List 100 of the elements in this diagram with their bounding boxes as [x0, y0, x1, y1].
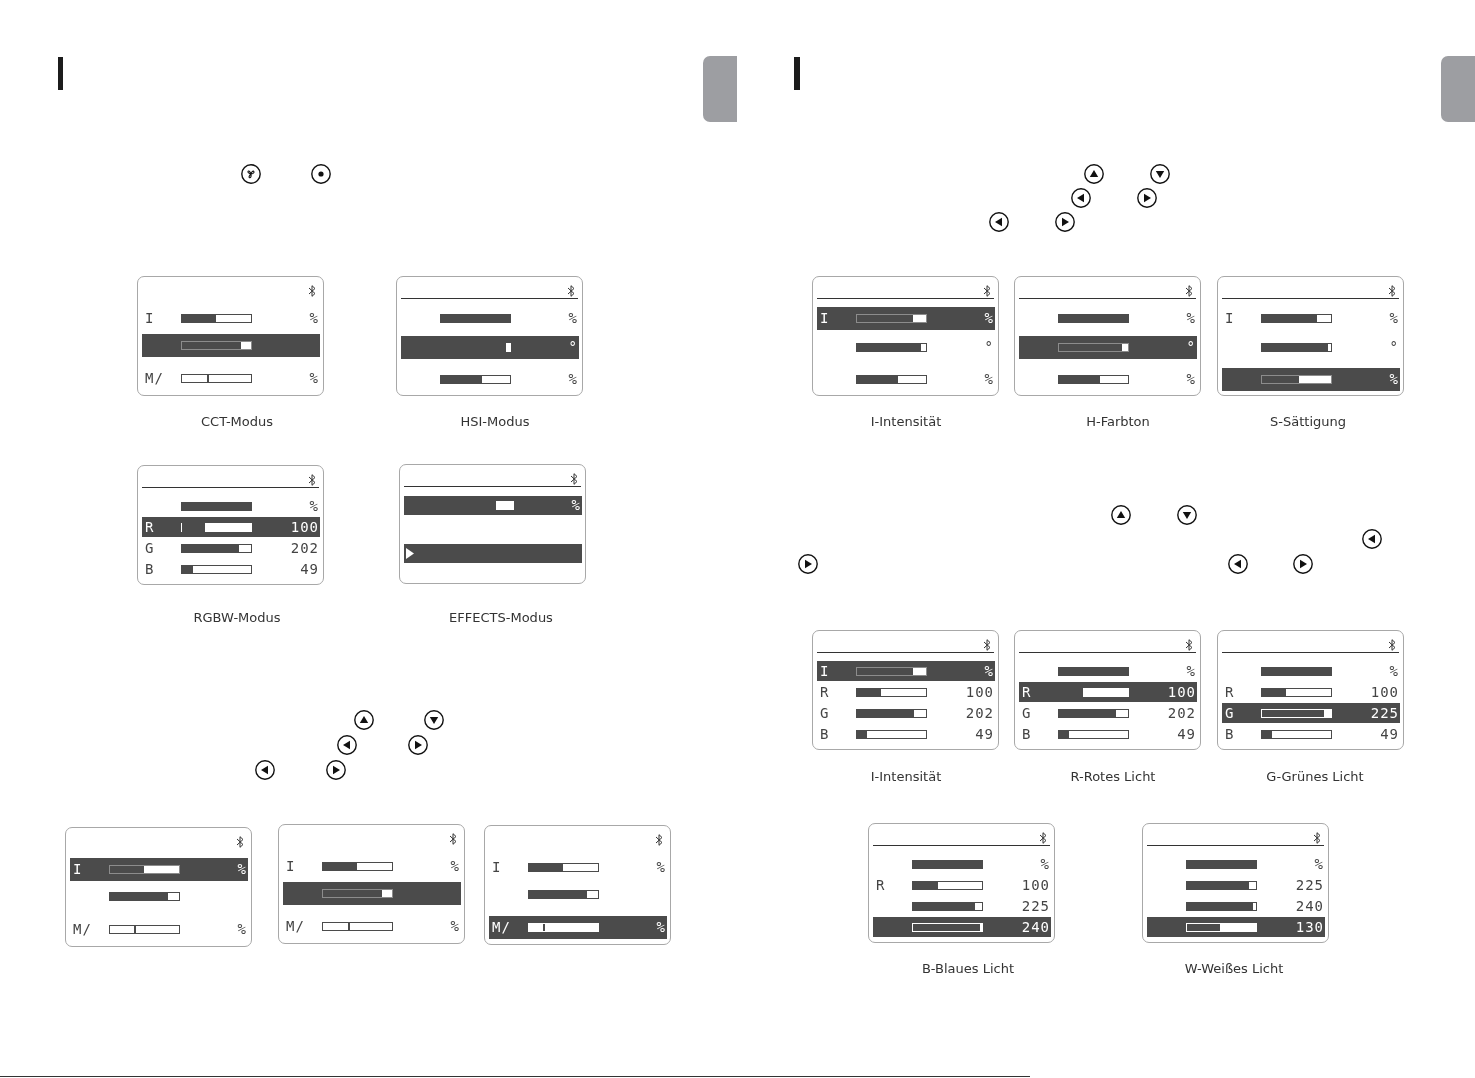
- lcd-screen: [137, 465, 324, 585]
- value-readout: 240: [1021, 919, 1050, 935]
- value-readout: 49: [300, 561, 319, 577]
- selected-row: [142, 333, 320, 357]
- selected-row: [817, 661, 995, 681]
- unit-symbol: %: [1186, 663, 1196, 679]
- row-label: M/: [492, 919, 511, 935]
- unit-symbol: %: [1186, 310, 1196, 326]
- value-readout: 100: [1021, 877, 1050, 893]
- lcd-screen: [1014, 276, 1201, 396]
- unit-symbol: %: [656, 919, 666, 935]
- row-label: G: [145, 540, 155, 556]
- value-readout: 49: [1177, 726, 1196, 742]
- value-readout: 100: [1370, 684, 1399, 700]
- lcd-screen: [1217, 276, 1404, 396]
- unit-symbol: %: [309, 370, 319, 386]
- selected-row: [283, 881, 461, 905]
- unit-symbol: %: [984, 310, 994, 326]
- lcd-screen: [1142, 823, 1329, 943]
- value-readout: 202: [1167, 705, 1196, 721]
- row-label: M/: [73, 921, 92, 937]
- lcd-screen: [65, 827, 252, 947]
- value-readout: 225: [1370, 705, 1399, 721]
- value-readout: 100: [1167, 684, 1196, 700]
- selected-row: [489, 915, 667, 939]
- row-label: B: [145, 561, 155, 577]
- screen-caption: W-Weißes Licht: [1184, 961, 1284, 977]
- value-readout: 202: [965, 705, 994, 721]
- screen-caption: G-Grünes Licht: [1266, 769, 1364, 785]
- screen-caption: S-Sättigung: [1270, 414, 1346, 430]
- selected-row: [873, 917, 1051, 937]
- unit-symbol: %: [568, 310, 578, 326]
- row-label: R: [876, 877, 886, 893]
- value-readout: 202: [290, 540, 319, 556]
- unit-symbol: %: [1314, 856, 1324, 872]
- unit-symbol: °: [984, 339, 994, 355]
- selected-row: [404, 495, 582, 515]
- row-label: I: [145, 310, 155, 326]
- row-label: R: [820, 684, 830, 700]
- row-label: M/: [145, 370, 164, 386]
- row-label: I: [286, 858, 296, 874]
- row-label: R: [1022, 684, 1032, 700]
- selected-row: [1019, 335, 1197, 359]
- value-readout: 240: [1295, 898, 1324, 914]
- value-readout: 100: [290, 519, 319, 535]
- unit-symbol: %: [984, 371, 994, 387]
- unit-symbol: °: [1389, 339, 1399, 355]
- lcd-screen: [399, 464, 586, 584]
- selected-row: [1019, 682, 1197, 702]
- screen-caption: HSI-Modus: [460, 414, 530, 430]
- row-label: R: [1225, 684, 1235, 700]
- selected-row: [1147, 917, 1325, 937]
- row-label: B: [820, 726, 830, 742]
- unit-symbol: %: [450, 858, 460, 874]
- row-label: I: [492, 859, 502, 875]
- unit-symbol: °: [568, 339, 578, 355]
- row-label: G: [1022, 705, 1032, 721]
- selected-row: [1222, 703, 1400, 723]
- lcd-screen: [278, 824, 465, 944]
- screen-caption: EFFECTS-Modus: [449, 610, 553, 626]
- unit-symbol: %: [1389, 663, 1399, 679]
- value-readout: 130: [1295, 919, 1324, 935]
- value-readout: 225: [1295, 877, 1324, 893]
- lcd-screen: [868, 823, 1055, 943]
- value-readout: 49: [975, 726, 994, 742]
- lcd-screen: [1014, 630, 1201, 750]
- value-readout: 225: [1021, 898, 1050, 914]
- row-label: I: [1225, 310, 1235, 326]
- row-label: I: [820, 663, 830, 679]
- selected-row: [1222, 367, 1400, 391]
- unit-symbol: %: [1389, 371, 1399, 387]
- selected-row: [817, 306, 995, 330]
- lcd-screen: [137, 276, 324, 396]
- unit-symbol: %: [237, 921, 247, 937]
- selected-row: [70, 857, 248, 881]
- row-label: G: [820, 705, 830, 721]
- unit-symbol: %: [237, 861, 247, 877]
- unit-symbol: °: [1186, 339, 1196, 355]
- row-label: I: [820, 310, 830, 326]
- unit-symbol: %: [656, 859, 666, 875]
- value-readout: 49: [1380, 726, 1399, 742]
- value-readout: 100: [965, 684, 994, 700]
- screen-caption: R-Rotes Licht: [1070, 769, 1156, 785]
- selected-row: [401, 335, 579, 359]
- lcd-screen: [812, 630, 999, 750]
- selected-row: [404, 543, 582, 563]
- lcd-screen: [812, 276, 999, 396]
- row-label: M/: [286, 918, 305, 934]
- screen-caption: B-Blaues Licht: [921, 961, 1015, 977]
- row-label: R: [145, 519, 155, 535]
- unit-symbol: %: [309, 310, 319, 326]
- lcd-screen: [1217, 630, 1404, 750]
- selected-row: [142, 517, 320, 537]
- row-label: G: [1225, 705, 1235, 721]
- unit-symbol: %: [309, 498, 319, 514]
- unit-symbol: %: [568, 371, 578, 387]
- lcd-screen: [396, 276, 583, 396]
- unit-symbol: %: [571, 497, 581, 513]
- screen-caption: H-Farbton: [1086, 414, 1150, 430]
- screen-caption: I-Intensität: [870, 414, 942, 430]
